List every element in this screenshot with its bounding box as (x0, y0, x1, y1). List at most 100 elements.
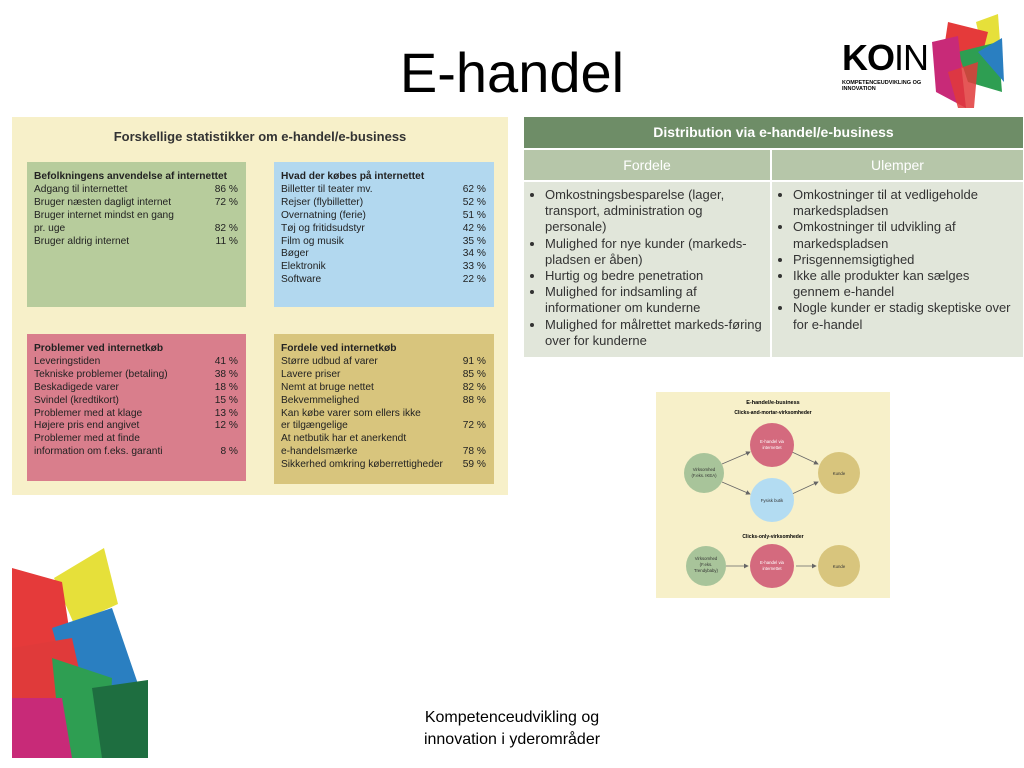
internet-usage-heading: Befolkningens anvendelse af internettet (34, 171, 228, 182)
distribution-header-row: Fordele Ulemper (524, 148, 1023, 180)
stat-row: Bruger aldrig internet 11 % (34, 236, 238, 249)
cm-customer-node (818, 452, 860, 494)
cm-ehandel-label2: internettet (762, 445, 782, 450)
stat-value: 88 % (462, 394, 486, 406)
stat-label: Film og musik (281, 235, 344, 247)
stat-label: Adgang til internettet (34, 183, 128, 195)
stat-label: Bruger aldrig internet (34, 235, 130, 247)
stat-value: 18 % (214, 381, 238, 393)
stat-label: Nemt at bruge nettet (281, 381, 374, 393)
stat-value: 59 % (462, 459, 486, 471)
stat-value: 72 % (462, 420, 486, 432)
stat-label: Kan købe varer som ellers ikke (281, 407, 421, 419)
co-company-label3: Trendybaby) (694, 568, 719, 573)
list-item: Omkostningsbesparelse (lager, transport,… (545, 187, 764, 236)
logo-wordmark: KOIN (842, 37, 929, 78)
problems-box: Problemer ved internetkøb Leveringstiden… (27, 334, 246, 481)
cm-company-label1: Virksomhed (693, 467, 716, 472)
stat-row: er tilgængelige 72 % (281, 420, 486, 433)
stat-value: 41 % (214, 355, 238, 367)
decorative-shapes-icon (12, 548, 148, 758)
stat-label: Overnatning (ferie) (281, 209, 366, 221)
stat-row: Bruger næsten dagligt internet 72 % (34, 197, 238, 210)
co-customer-label: Kunde (833, 564, 846, 569)
stat-value: 86 % (214, 183, 238, 195)
stat-row: Software 22 % (281, 274, 486, 287)
stat-value: 8 % (220, 446, 238, 458)
diagram-subtitle-clicks-only: Clicks-only-virksomheder (742, 534, 803, 540)
stat-row: Tekniske problemer (betaling)38 % (34, 369, 238, 382)
diagram-title: E-handel/e-business (746, 400, 800, 406)
fordele-column: Omkostningsbesparelse (lager, transport,… (524, 180, 772, 357)
purchases-rows: Billetter til teater mv.62 %Rejser (flyb… (281, 184, 486, 287)
stat-value: 91 % (462, 355, 486, 367)
co-company-label2: (F.eks. (700, 562, 713, 567)
list-item: Omkostninger til udvikling af markedspla… (793, 219, 1017, 251)
stat-row: Problemer med at finde (34, 433, 238, 446)
list-item: Omkostninger til at vedligeholde markeds… (793, 187, 1017, 219)
stat-value: 51 % (462, 209, 486, 221)
stat-row: Adgang til internettet 86 % (34, 184, 238, 197)
footer-line1: Kompetenceudvikling og (424, 709, 600, 726)
stat-value: 72 % (214, 196, 238, 208)
statistics-title: Forskellige statistikker om e-handel/e-b… (113, 129, 407, 144)
slide-title: E-handel (399, 41, 625, 104)
purchases-box: Hvad der købes på internettet Billetter … (274, 162, 494, 307)
stat-label: Bruger næsten dagligt internet (34, 196, 172, 208)
stat-label: Leveringstiden (34, 355, 101, 367)
stat-value: 11 % (215, 235, 238, 247)
stat-row: Bekvemmelighed 88 % (281, 395, 486, 408)
stat-value: 12 % (214, 420, 238, 432)
stat-label: er tilgængelige (281, 420, 348, 432)
stat-label: Rejser (flybilletter) (281, 196, 364, 208)
stat-label: e-handelsmærke (281, 446, 358, 458)
ulemper-list: Omkostninger til at vedligeholde markeds… (780, 187, 1017, 333)
stat-label: Elektronik (281, 261, 326, 273)
stat-value: 82 % (462, 381, 486, 393)
logo-subtitle-line1: Kompetenceudvikling og (842, 80, 922, 86)
stat-value: 52 % (462, 196, 486, 208)
ulemper-header: Ulemper (772, 148, 1023, 180)
stat-label: Større udbud af varer (281, 355, 378, 367)
stat-label: Sikkerhed omkring køberrettigheder (281, 459, 443, 471)
cm-ehandel-node (750, 423, 794, 467)
stat-value: 13 % (214, 407, 238, 419)
advantages-heading: Fordele ved internetkøb (281, 343, 397, 354)
stat-label: Software (281, 274, 322, 286)
stat-label: Problemer med at klage (34, 407, 143, 419)
diagram-subtitle-clicks-mortar: Clicks-and-mortar-virksomheder (734, 410, 811, 416)
co-company-label1: Virksomhed (695, 556, 718, 561)
stat-label: Tøj og fritidsudstyr (281, 222, 365, 234)
stat-row: Svindel (kredtikort)15 % (34, 395, 238, 408)
logo-text-thin: IN (894, 37, 929, 78)
logo-shapes-icon (932, 14, 1004, 108)
stat-label: At netbutik har et anerkendt (281, 433, 407, 445)
stat-label: Lavere priser (281, 368, 341, 380)
slide-footer: Kompetenceudvikling og innovation i yder… (340, 707, 684, 751)
stat-label: Højere pris end angivet (34, 420, 140, 432)
internet-usage-box: Befolkningens anvendelse af internettet … (27, 162, 246, 307)
cm-store-label: Fysisk butik (761, 498, 784, 503)
stat-row: Leveringstiden 41 % (34, 356, 238, 369)
list-item: Prisgennemsigtighed (793, 252, 1017, 268)
logo-text-bold: KO (842, 37, 895, 78)
stat-label: Bekvemmelighed (281, 394, 360, 406)
stat-value: 82 % (214, 222, 238, 234)
stat-row: Rejser (flybilletter) 52 % (281, 197, 486, 210)
stat-row: At netbutik har et anerkendt (281, 433, 486, 446)
stat-value: 35 % (462, 235, 486, 247)
co-customer-node (818, 545, 860, 587)
stat-label: Svindel (kredtikort) (34, 394, 119, 406)
stat-row: Sikkerhed omkring køberrettigheder 59 % (281, 459, 486, 472)
stat-value: 22 % (462, 274, 486, 286)
stat-row: Større udbud af varer 91 % (281, 356, 486, 369)
logo-subtitle-line2: innovation (842, 86, 876, 92)
co-company-node (686, 546, 726, 586)
cm-store-node (750, 478, 794, 522)
